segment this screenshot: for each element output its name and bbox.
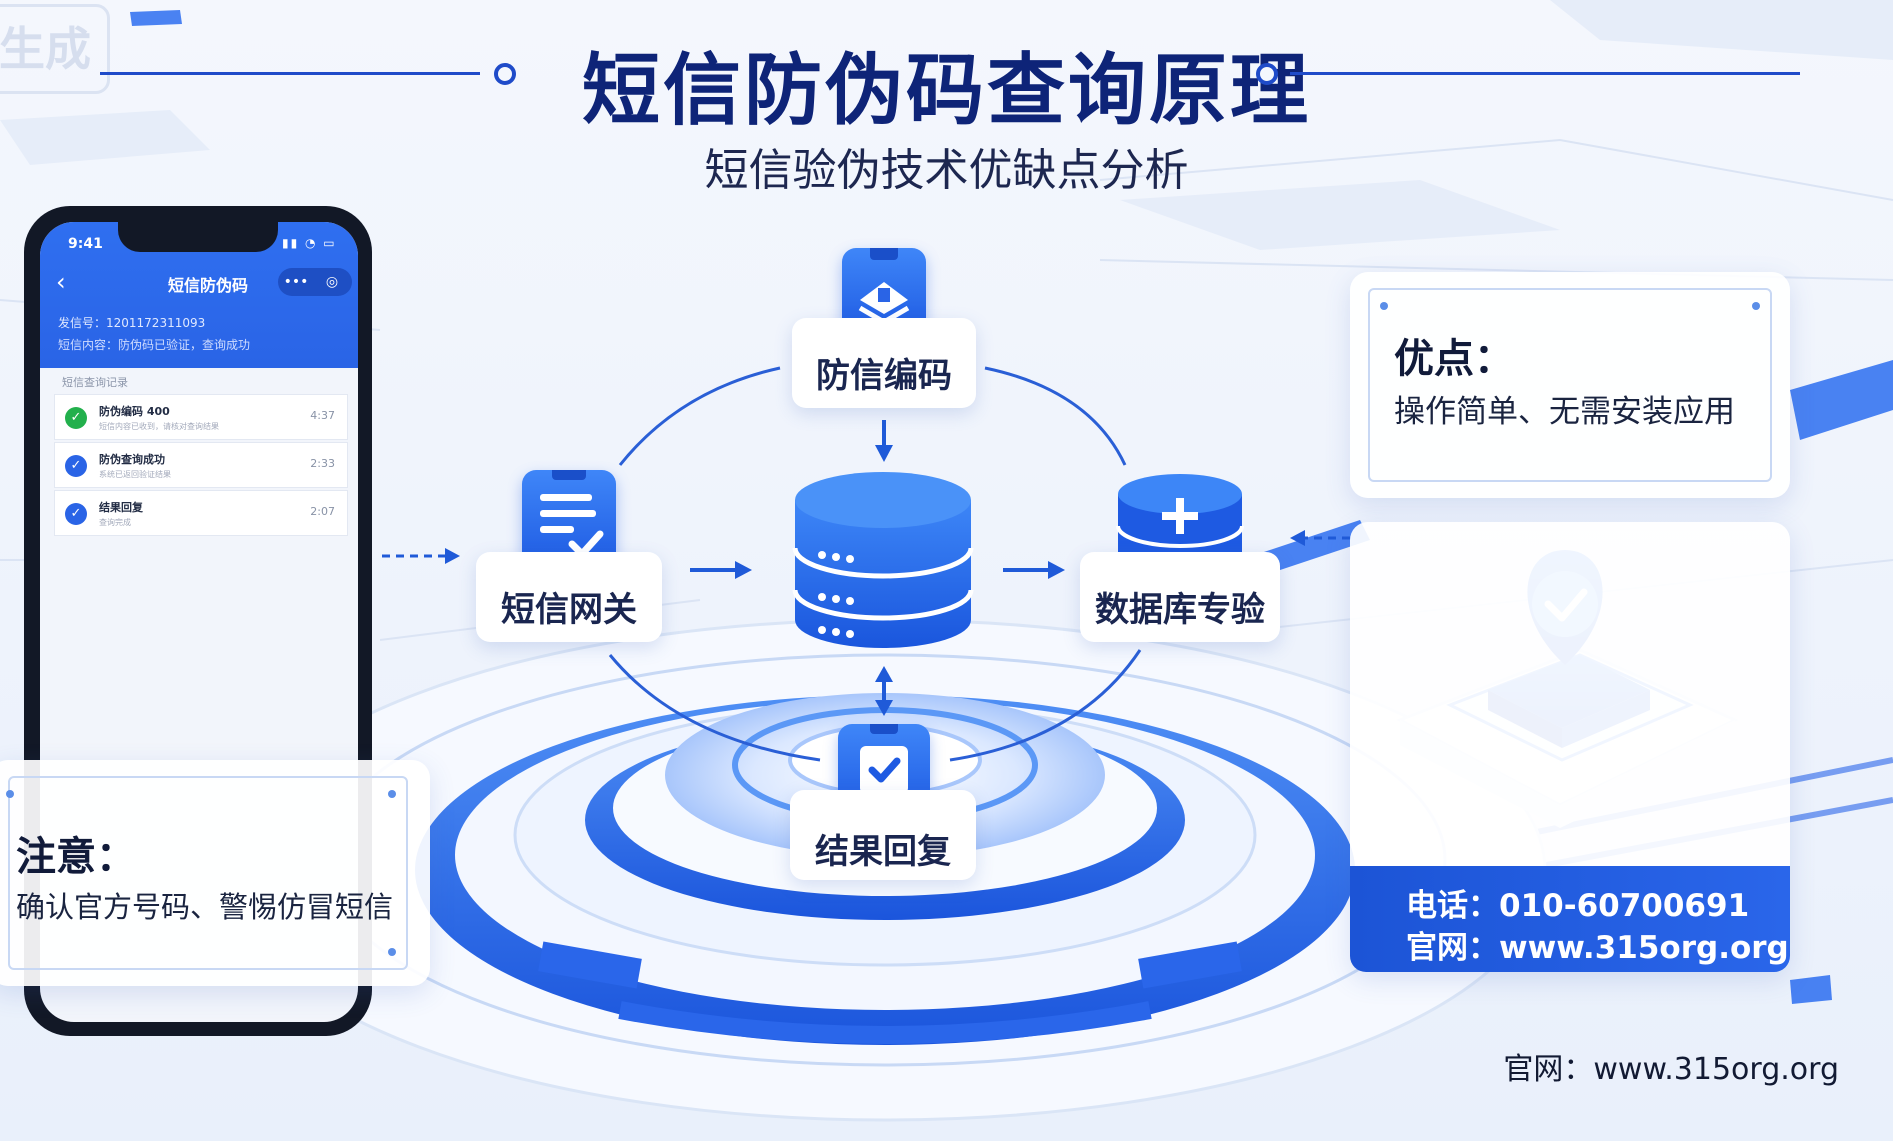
corner-dot [6, 790, 14, 798]
corner-dot [388, 790, 396, 798]
notice-panel: 注意： 确认官方号码、警惕仿冒短信 [0, 760, 430, 986]
more-icon[interactable]: ••• [283, 274, 309, 290]
title-line-left [100, 72, 480, 75]
list-item-time: 2:33 [310, 457, 335, 470]
corner-dot [388, 948, 396, 956]
phone-menu-pill[interactable]: ••• ◎ [278, 268, 352, 296]
watermark: 生成 [0, 4, 110, 94]
advantages-panel: 优点： 操作简单、无需安装应用 [1350, 272, 1790, 498]
advantages-frame [1368, 288, 1772, 482]
list-item-name: 防伪查询成功 [99, 453, 165, 466]
phone-sender: 发信号：1201172311093 [58, 316, 206, 330]
phone-time: 9:41 [68, 236, 103, 252]
contact-phone: 电话：010-60700691 [1406, 888, 1750, 924]
list-item-time: 4:37 [310, 409, 335, 422]
database-icon [792, 472, 974, 648]
check-icon: ✓ [65, 455, 87, 477]
contact-banner: 电话：010-60700691 官网：www.315org.org [1350, 866, 1790, 972]
node-result: 结果回复 [790, 790, 976, 880]
notice-heading: 注意： [16, 834, 136, 880]
footer-website[interactable]: 官网：www.315org.org [1503, 1052, 1839, 1087]
notice-frame [8, 776, 408, 970]
title-dot-right [1256, 63, 1278, 85]
node-gateway: 短信网关 [476, 552, 662, 642]
notice-text: 确认官方号码、警惕仿冒短信 [16, 890, 394, 924]
list-item-name: 结果回复 [99, 501, 143, 514]
node-database-verify: 数据库专验 [1080, 552, 1280, 642]
phone-section-label: 短信查询记录 [62, 376, 128, 389]
title-dot-left [494, 63, 516, 85]
list-item[interactable]: ✓ 结果回复 查询完成 2:07 [54, 490, 348, 536]
phone-notch [118, 220, 278, 252]
list-item-sub: 短信内容已收到，请核对查询结果 [99, 422, 219, 431]
advantages-heading: 优点： [1394, 336, 1514, 382]
phone-app-title: 短信防伪码 [168, 276, 249, 295]
phone-description: 短信内容：防伪码已验证，查询成功 [58, 338, 251, 352]
list-item[interactable]: ✓ 防伪查询成功 系统已返回验证结果 2:33 [54, 442, 348, 488]
check-icon: ✓ [65, 407, 87, 429]
list-item-sub: 查询完成 [99, 518, 131, 527]
page-subtitle: 短信验伪技术优缺点分析 [704, 145, 1189, 196]
list-item-sub: 系统已返回验证结果 [99, 470, 171, 479]
contact-website[interactable]: 官网：www.315org.org [1406, 930, 1789, 966]
advantages-text: 操作简单、无需安装应用 [1394, 394, 1735, 430]
target-icon[interactable]: ◎ [325, 274, 339, 290]
list-item-name: 防伪编码 400 [99, 405, 170, 418]
check-icon: ✓ [65, 503, 87, 525]
phone-status-icons: ▮▮ ◔ ▭ [282, 236, 337, 250]
node-encode: 防信编码 [792, 318, 976, 408]
page-title: 短信防伪码查询原理 [581, 46, 1311, 136]
back-icon[interactable]: ‹ [56, 268, 66, 296]
title-line-right [1290, 72, 1800, 75]
corner-dot [1380, 302, 1388, 310]
list-item[interactable]: ✓ 防伪编码 400 短信内容已收到，请核对查询结果 4:37 [54, 394, 348, 440]
list-item-time: 2:07 [310, 505, 335, 518]
corner-dot [1752, 302, 1760, 310]
